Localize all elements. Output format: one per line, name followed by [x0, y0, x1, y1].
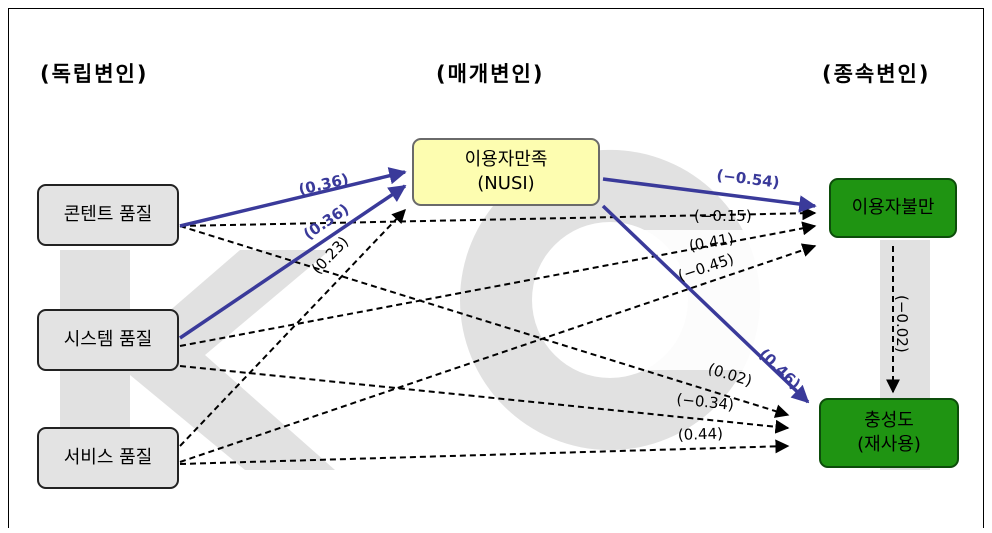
coef-service-to-loyalty: (0.44): [678, 424, 724, 444]
path-service-to-loyalty: [179, 439, 790, 465]
node-service-quality: 서비스 품질: [37, 427, 179, 489]
diagram-frame: [8, 8, 984, 528]
header-mediator: (매개변인): [436, 62, 545, 86]
node-content-quality-label: 콘텐트 품질: [63, 204, 153, 225]
node-loyalty: 충성도 (재사용): [819, 398, 959, 468]
path-satisfaction-to-dissatisfaction: [602, 177, 817, 213]
node-user-satisfaction-label: 이용자만족: [464, 149, 548, 170]
node-content-quality: 콘텐트 품질: [37, 184, 179, 246]
header-independent: (독립변인): [40, 62, 149, 86]
path-system-to-satisfaction: [179, 184, 407, 340]
node-user-satisfaction: 이용자만족 (NUSI): [412, 138, 600, 206]
node-system-quality-label: 시스템 품질: [63, 329, 153, 350]
node-user-satisfaction-sublabel: (NUSI): [477, 173, 535, 194]
coef-dissatisfaction-to-loyalty: (−0.02): [893, 295, 911, 353]
path-content-to-dissatisfaction: [179, 206, 817, 227]
node-dissatisfaction: 이용자불만: [829, 178, 957, 238]
node-loyalty-sublabel: (재사용): [857, 434, 921, 455]
node-system-quality: 시스템 품질: [37, 309, 179, 371]
coef-content-to-loyalty: (0.02): [706, 360, 754, 390]
path-system-to-loyalty: [179, 365, 790, 434]
path-system-to-dissatisfaction: [179, 221, 817, 347]
path-content-to-satisfaction: [179, 167, 407, 228]
coef-system-to-loyalty: (−0.34): [676, 390, 735, 414]
node-dissatisfaction-label: 이용자불만: [851, 197, 935, 218]
coef-content-to-dissatisfaction: (−0.15): [694, 207, 752, 225]
coef-content-to-satisfaction: (0.36): [297, 170, 350, 199]
coef-satisfaction-to-loyalty: (0.46): [755, 345, 804, 393]
header-dependent: (종속변인): [822, 62, 931, 86]
path-service-to-satisfaction: [179, 208, 406, 447]
node-loyalty-label: 충성도: [864, 410, 914, 431]
path-content-to-loyalty: [179, 225, 790, 418]
path-satisfaction-to-loyalty: [601, 204, 810, 404]
node-service-quality-label: 서비스 품질: [63, 447, 153, 468]
path-service-to-dissatisfaction: [179, 243, 817, 463]
coef-service-to-dissatisfaction: (−0.45): [676, 250, 736, 285]
coef-satisfaction-to-dissatisfaction: (−0.54): [716, 166, 781, 192]
